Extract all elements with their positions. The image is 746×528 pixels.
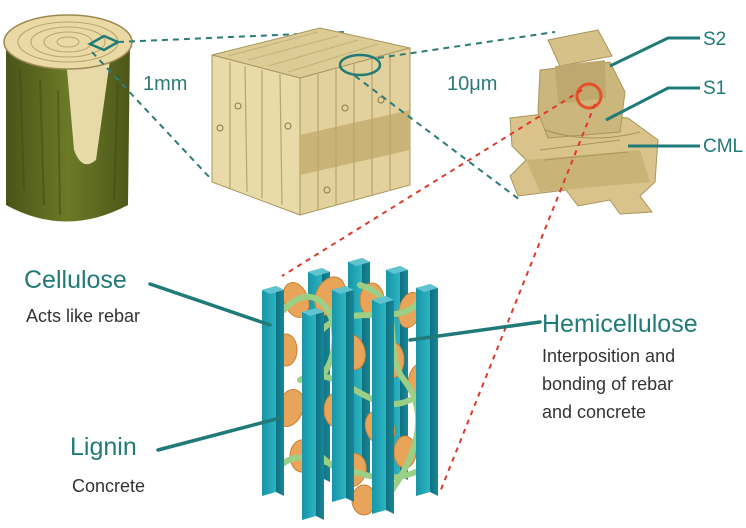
lignin-title: Lignin [70, 433, 137, 461]
cellulose-column [416, 284, 438, 496]
trunk-top-rings [3, 14, 133, 70]
scale-label-um: 10μm [447, 73, 498, 95]
wood-cell-block [211, 27, 411, 216]
hemicellulose-description-line-2: bonding of rebar [542, 374, 674, 394]
lignin-description: Concrete [72, 476, 146, 496]
cell-wall-section [509, 29, 659, 215]
zoom-connector-3 [281, 89, 596, 493]
hemicellulose-description-line-3: and concrete [542, 402, 647, 422]
cellulose-column [332, 286, 354, 502]
zoom-connector-2 [354, 31, 556, 201]
block-sample-marker [338, 53, 382, 77]
cellulose-title: Cellulose [24, 266, 127, 294]
layer-label-s2: S2 [703, 29, 727, 50]
cellulose-description: Acts like rebar [26, 306, 141, 326]
layer-leaders [605, 36, 700, 148]
scale-label-mm: 1mm [143, 73, 188, 95]
layer-label-cml: CML [703, 136, 744, 157]
trunk-cut-face [66, 58, 110, 165]
tree-trunk [3, 14, 133, 222]
cell-sample-marker [575, 82, 603, 110]
fibril-model [262, 258, 438, 520]
layer-label-s1: S1 [703, 78, 727, 99]
cellulose-column [302, 308, 324, 520]
cellulose-column [262, 286, 284, 496]
hemicellulose-title: Hemicellulose [542, 310, 698, 338]
hemicellulose-description-line-1: Interposition and [542, 346, 676, 366]
cellulose-column [372, 296, 394, 514]
component-leaders [148, 282, 542, 452]
